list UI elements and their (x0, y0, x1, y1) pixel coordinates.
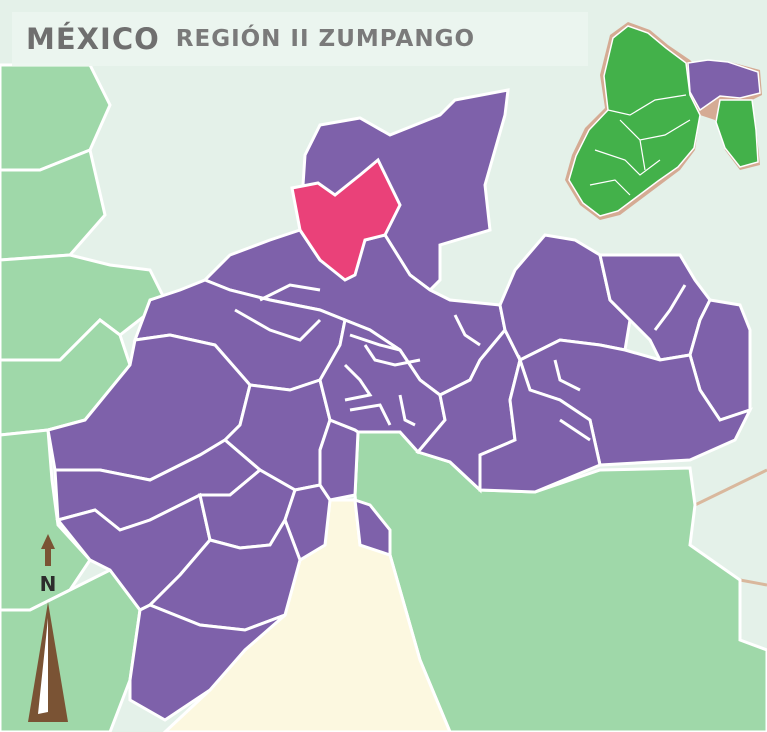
municipal-boundaries (234, 283, 687, 442)
inset-region-zumpango (687, 59, 761, 112)
title-region: REGIÓN II ZUMPANGO (175, 26, 476, 52)
map-title: MÉXICO REGIÓN II ZUMPANGO (12, 12, 588, 66)
municipality[interactable] (128, 603, 286, 722)
municipality[interactable] (478, 354, 602, 494)
north-label: N (39, 572, 57, 596)
inset-state (715, 99, 759, 168)
inset-internal-boundaries (589, 94, 691, 196)
municipality[interactable] (353, 497, 392, 558)
state-boundary-line (694, 468, 767, 507)
neighbor-municipality (0, 147, 107, 262)
municipality[interactable] (318, 418, 360, 502)
north-arrow-icon (28, 534, 68, 722)
title-country: MÉXICO (26, 22, 160, 56)
state-boundary-line (739, 578, 767, 587)
inset-state (568, 25, 701, 217)
highlighted-municipality[interactable] (290, 157, 402, 282)
inset-locator-map (565, 22, 762, 220)
